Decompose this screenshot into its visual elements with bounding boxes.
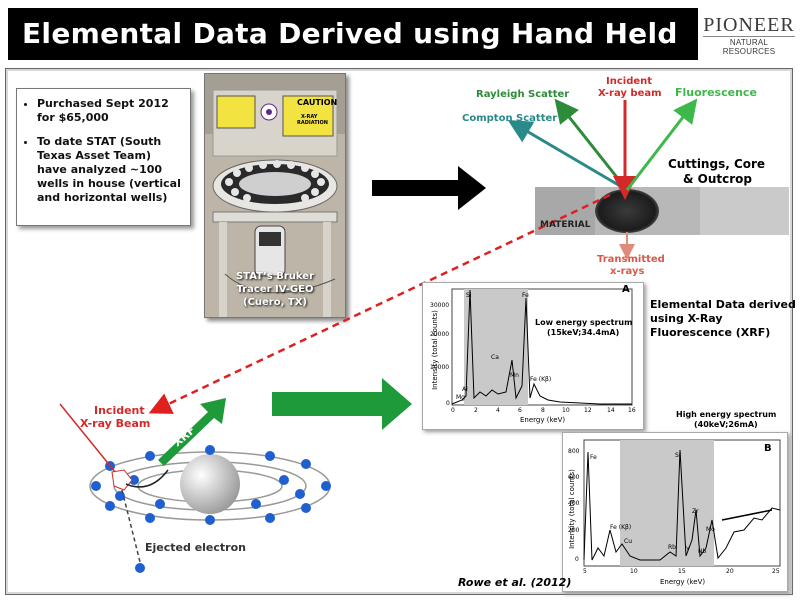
peak-label: Fe (Kβ) [610, 524, 632, 531]
spectrum-a-xtick: 16 [628, 407, 636, 414]
logo-name: PIONEER [703, 14, 795, 36]
spectrum-a-xlabel: Energy (keV) [520, 416, 566, 424]
peak-label: Zr [692, 508, 699, 515]
elemental-data-label: Elemental Data derived using X-Ray Fluor… [650, 298, 796, 340]
compton-label: Compton Scatter [462, 113, 558, 124]
spectrum-a-title-line1: Low energy spectrum [535, 318, 633, 327]
spectrum-b-ytick: 200 [568, 527, 580, 534]
spectrum-a-xtick: 6 [518, 407, 522, 414]
spectrum-a-xtick: 10 [562, 407, 570, 414]
photo-caption-line: Tracer IV-GEO [236, 284, 314, 295]
transmitted-label-line2: x-rays [610, 266, 645, 277]
spectrum-a-letter: A [622, 284, 630, 295]
spectrum-b-xtick: 25 [772, 568, 780, 575]
spectrum-b-letter: B [764, 443, 772, 454]
rock-sample [595, 189, 659, 233]
photo-caption-line: STAT’s Bruker [235, 271, 315, 282]
peak-label: Mg [456, 394, 465, 401]
spectrum-a-ytick: 30000 [430, 302, 450, 309]
spectrum-a-xtick: 4 [496, 407, 500, 414]
radiation-sign-text: RADIATION [297, 120, 328, 126]
peak-label: Al [462, 386, 468, 393]
material-label: MATERIAL [540, 220, 591, 230]
slide-title: Elemental Data Derived using Hand Held X… [8, 8, 698, 102]
spectrum-a-xtick: 12 [584, 407, 592, 414]
photo-caption-line: (Cuero, TX) [243, 297, 307, 308]
black-arrow [372, 166, 486, 210]
bullet-item: To date STAT (South Texas Asset Team) ha… [37, 135, 184, 205]
instrument-photo: CAUTION X-RAY RADIATION STAT’s Bruker Tr… [204, 73, 346, 318]
atom-diagram [59, 398, 331, 573]
incident-label-line2: X-ray beam [598, 88, 662, 99]
spectrum-b-ylabel: Intensity (total counts) [567, 469, 576, 549]
spectrum-b-xtick: 10 [630, 568, 638, 575]
company-logo: PIONEER NATURAL RESOURCES [703, 14, 795, 56]
xray-sign-text: X-RAY [301, 114, 318, 120]
cuttings-label-line2: & Outcrop [683, 172, 752, 186]
spectrum-b-xtick: 20 [726, 568, 734, 575]
spectrum-b-xtick: 5 [583, 568, 587, 575]
bullet-item: Purchased Sept 2012 for $65,000 [37, 97, 184, 125]
peak-label: Mn [510, 372, 519, 379]
spectrum-b-ytick: 0 [575, 556, 579, 563]
spectrum-b-ytick: 400 [568, 500, 580, 507]
peak-label: Y [686, 546, 690, 553]
spectrum-a-xtick: 2 [474, 407, 478, 414]
peak-label: Nb [698, 548, 707, 555]
incident-label-line1: Incident [606, 76, 653, 87]
spectrum-b-ytick: 800 [568, 448, 580, 455]
spectrum-a-xtick: 8 [541, 407, 545, 414]
peak-label: Fe [522, 292, 529, 299]
spectrum-a-xtick: 14 [607, 407, 615, 414]
citation: Rowe et al. (2012) [458, 576, 572, 589]
fluorescence-label: Fluorescence [675, 86, 757, 99]
spectrum-b-ytick: 600 [568, 474, 580, 481]
peak-label: Sr [675, 452, 682, 459]
fluorescence-ray [625, 98, 698, 191]
atom-incident-line1: Incident [94, 404, 145, 417]
elemental-line: using X-Ray [650, 312, 723, 325]
bullet-box: Purchased Sept 2012 for $65,000 To date … [16, 88, 191, 226]
transmitted-label-line1: Transmitted [597, 254, 665, 265]
spectrum-b-heading-line2: (40keV;26mA) [694, 420, 758, 429]
spectrum-b-heading-line1: High energy spectrum [676, 410, 777, 419]
spectrum-a-title-line2: (15keV;34.4mA) [547, 328, 620, 337]
peak-label: Si [466, 292, 472, 299]
peak-label: Mo [706, 526, 715, 533]
caution-sign-text: CAUTION [297, 98, 338, 107]
spectrum-a-ytick: 0 [446, 400, 450, 407]
atom-incident-line2: X-ray Beam [80, 417, 151, 430]
instrument-illustration [205, 74, 345, 317]
cuttings-label-line1: Cuttings, Core [668, 157, 766, 171]
green-arrow [272, 378, 412, 430]
peak-label: Ca [491, 354, 499, 361]
spectrum-b-xtick: 15 [678, 568, 686, 575]
peak-label: Fe [590, 454, 597, 461]
elemental-line: Elemental Data derived [650, 298, 796, 311]
rayleigh-label: Rayleigh Scatter [476, 89, 570, 100]
peak-label: Fe (Kβ) [530, 376, 552, 383]
logo-subtitle: NATURAL RESOURCES [703, 36, 795, 56]
spectrum-b-xlabel: Energy (keV) [660, 578, 706, 586]
elemental-line: Fluorescence (XRF) [650, 326, 771, 339]
peak-label: Cu [624, 538, 632, 545]
ejected-electron-label: Ejected electron [145, 541, 246, 554]
spectrum-a-xtick: 0 [451, 407, 455, 414]
spectrum-a-ytick: 20000 [430, 331, 450, 338]
electrons [91, 445, 331, 573]
compton-ray [507, 119, 628, 192]
dashed-connector [148, 193, 611, 414]
peak-label: Rb [668, 544, 676, 551]
spectrum-a-ytick: 10000 [430, 364, 450, 371]
